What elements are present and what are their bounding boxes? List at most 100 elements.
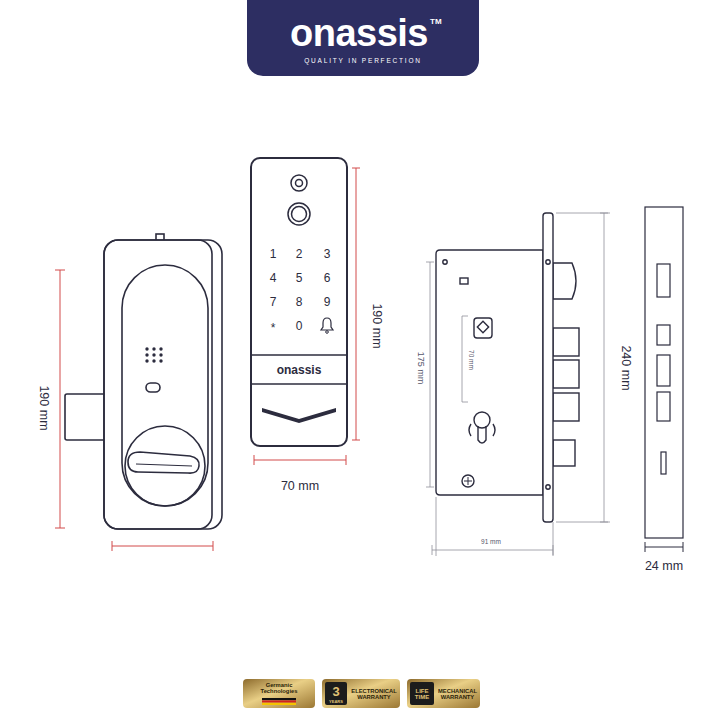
mortise-plate	[436, 250, 543, 495]
key-digit: 9	[324, 296, 331, 308]
screw	[462, 475, 474, 487]
dead-bolt	[553, 360, 579, 388]
lock-bolt	[65, 394, 109, 440]
cylinder-hole	[474, 412, 490, 428]
key-symbol: *	[271, 322, 276, 334]
key-digit: 6	[324, 272, 331, 284]
keypad-front: 1 2 3 4 5 6 7 8 9 * 0 onassis	[250, 157, 348, 447]
trademark-mark: TM	[430, 18, 442, 26]
dimension-line	[432, 545, 553, 555]
brand-logo: onassis	[290, 14, 428, 52]
brand-mark: onassis	[277, 364, 322, 376]
cut-out	[661, 452, 666, 474]
dimension-line	[254, 455, 346, 465]
dot	[152, 353, 155, 356]
dimension-line	[426, 262, 434, 487]
rear-dots	[145, 347, 162, 362]
rear-body	[104, 240, 222, 529]
seal-text: LIFE TIME	[412, 687, 433, 700]
warranty-seal: 3YEARS	[325, 682, 347, 705]
screw-cross	[464, 477, 472, 485]
dimension-label: 70 mm	[281, 480, 319, 493]
key-digit: 5	[296, 272, 303, 284]
rear-unit	[65, 234, 222, 529]
fingerprint-ring	[288, 203, 310, 225]
dimension-label: 190 mm	[38, 385, 51, 430]
camera-lens	[296, 180, 303, 187]
extension-line	[436, 497, 553, 556]
key-digit: 1	[270, 248, 277, 260]
handle-chevron	[262, 408, 336, 423]
cut-out	[657, 325, 670, 345]
warranty-seal: LIFE TIME	[410, 682, 434, 705]
side-elevation	[645, 207, 683, 538]
dot	[159, 353, 162, 356]
bell-clapper	[326, 331, 329, 334]
screw	[546, 485, 550, 489]
seal-number: 3	[332, 685, 339, 698]
dot	[145, 353, 148, 356]
thumb-turn-ring	[125, 426, 205, 506]
cut-out	[657, 355, 670, 386]
camera-ring	[291, 175, 307, 191]
origin-badge: Germanic Technologies	[243, 679, 315, 708]
badge-ground	[407, 679, 480, 708]
key-digit: 0	[296, 320, 303, 332]
dimension-line	[600, 213, 608, 522]
flag-stripe	[262, 700, 296, 702]
warranty-badge: ELECTRONICAL WARRANTY3YEARS	[322, 679, 400, 708]
dimension-line	[645, 542, 683, 552]
cylinder-arc	[469, 424, 471, 436]
bracket	[462, 316, 468, 402]
flag-stripe	[262, 703, 296, 705]
dot	[152, 347, 155, 350]
grey-dimensions	[426, 213, 610, 556]
key-digit: 2	[296, 248, 303, 260]
lower-bolt	[553, 440, 575, 466]
latch-bolt	[553, 263, 576, 299]
dimension-label: 190 mm	[371, 303, 384, 348]
dot	[159, 359, 162, 362]
thumb-turn-lever	[128, 452, 199, 473]
spindle-housing	[474, 318, 492, 338]
key-digit: 4	[270, 272, 277, 284]
dimension-label: 70 mm	[468, 350, 475, 370]
screw	[443, 260, 447, 264]
fingerprint-pad	[292, 207, 307, 222]
key-digit: 7	[270, 296, 277, 308]
logo-tab: onassisTM QUALITY IN PERFECTION	[247, 0, 479, 76]
key-digit: 8	[296, 296, 303, 308]
badge-ground	[322, 679, 400, 708]
bell-icon	[321, 318, 333, 330]
dimension-line	[352, 168, 360, 440]
cylinder-cam	[478, 426, 486, 443]
brand-tagline: QUALITY IN PERFECTION	[304, 58, 422, 65]
key-digit: 3	[324, 248, 331, 260]
keypad-details	[251, 175, 347, 384]
dot	[145, 359, 148, 362]
cut-out	[657, 264, 670, 297]
dot	[159, 347, 162, 350]
face-plate	[543, 213, 553, 522]
badge-ground	[243, 679, 315, 708]
face-plate-side	[645, 207, 683, 538]
rear-panel	[122, 265, 208, 506]
handle-line	[251, 383, 347, 385]
dot	[145, 347, 148, 350]
flag-stripe	[262, 698, 296, 700]
dimension-label: 91 mm	[481, 539, 501, 546]
dimension-line	[55, 270, 65, 528]
mortise-body	[436, 213, 579, 522]
extension-line	[556, 213, 610, 522]
handle-line	[251, 354, 347, 356]
badge-text: Germanic Technologies	[249, 682, 309, 695]
badge-text: ELECTRONICAL WARRANTY	[349, 687, 399, 700]
dot	[152, 359, 155, 362]
dimension-label: 24 mm	[645, 560, 683, 573]
cut-out	[657, 392, 670, 421]
dead-bolt	[553, 393, 579, 421]
rear-slot	[146, 383, 160, 392]
spindle-square	[477, 321, 488, 332]
